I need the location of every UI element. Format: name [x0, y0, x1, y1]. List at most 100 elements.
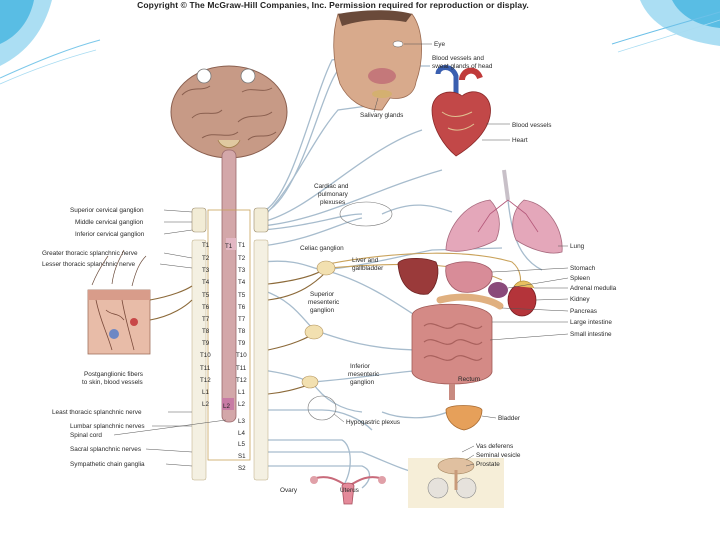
label-sacral-splanchnic: Sacral splanchnic nerves — [70, 446, 141, 453]
label-kidney: Kidney — [570, 296, 590, 303]
prevertebral-ganglia — [301, 201, 393, 421]
label-large-intestine: Large intestine — [570, 319, 612, 326]
label-lesser-thoracic-splanchnic: Lesser thoracic splanchnic nerve — [42, 261, 136, 268]
label-lumbar-splanchnic: Lumbar splanchnic nerves — [70, 423, 145, 430]
right-seg-t12: T12 — [236, 377, 247, 384]
label-liver-gallbladder: Liver and — [352, 257, 379, 264]
label-spleen: Spleen — [570, 275, 590, 282]
right-seg-l2: L2 — [238, 401, 245, 408]
label-superior-mesenteric-line2: mesenteric — [308, 299, 340, 306]
label-superior-mesenteric: Superior — [310, 291, 335, 298]
label-inferior-mesenteric-line2: mesenteric — [348, 371, 380, 378]
left-seg-t7: T7 — [202, 316, 210, 323]
label-inferior-mesenteric-line3: ganglion — [350, 379, 375, 386]
label-superior-mesenteric-line3: ganglion — [310, 307, 335, 314]
right-seg-l3: L3 — [238, 418, 245, 425]
right-segment-labels: T1 T2 T3 T4 T5 T6 T7 T8 T9 T10 T11 T12 L… — [236, 242, 247, 472]
left-seg-t1: T1 — [202, 242, 210, 249]
right-seg-t9: T9 — [238, 340, 246, 347]
label-greater-thoracic-splanchnic: Greater thoracic splanchnic nerve — [42, 250, 138, 257]
label-middle-cervical-ganglion: Middle cervical ganglion — [75, 219, 144, 226]
label-small-intestine: Small intestine — [570, 331, 612, 338]
label-cardiac-plexus-line2: pulmonary — [318, 191, 349, 198]
right-seg-t2: T2 — [238, 255, 246, 262]
left-seg-l1: L1 — [202, 389, 209, 396]
label-cardiac-plexus: Cardiac and — [314, 183, 349, 190]
left-seg-t12: T12 — [200, 377, 211, 384]
label-vessels-head-line2: sweat glands of head — [432, 63, 493, 70]
label-rectum: Rectum — [458, 376, 480, 383]
kidney-adrenal — [507, 280, 537, 317]
right-seg-l4: L4 — [238, 430, 245, 437]
left-seg-t4: T4 — [202, 279, 210, 286]
label-vas-deferens: Vas deferens — [476, 443, 513, 450]
autonomic-figure: Copyright © The McGraw-Hill Companies, I… — [42, 0, 624, 518]
label-heart: Heart — [512, 137, 528, 144]
right-seg-t5: T5 — [238, 292, 246, 299]
label-liver-gallbladder-line2: gallbladder — [352, 265, 384, 272]
copyright-notice: Copyright © The McGraw-Hill Companies, I… — [137, 0, 529, 10]
right-seg-t6: T6 — [238, 304, 246, 311]
left-seg-t5: T5 — [202, 292, 210, 299]
left-seg-t2: T2 — [202, 255, 210, 262]
stomach — [445, 261, 493, 293]
right-seg-t11: T11 — [236, 365, 247, 372]
label-prostate: Prostate — [476, 461, 500, 468]
label-postganglionic-fibers: Postganglionic fibers — [84, 371, 143, 378]
right-seg-l1: L1 — [238, 389, 245, 396]
right-seg-t10: T10 — [236, 352, 247, 359]
liver — [397, 258, 439, 295]
right-seg-s2: S2 — [238, 465, 246, 472]
cord-label-l2: L2 — [223, 403, 230, 410]
label-spinal-cord: Spinal cord — [70, 432, 102, 439]
skin-section — [87, 249, 151, 355]
left-seg-t3: T3 — [202, 267, 210, 274]
label-superior-cervical-ganglion: Superior cervical ganglion — [70, 207, 144, 214]
male-reproductive — [408, 457, 504, 508]
spleen — [488, 282, 508, 298]
lungs — [445, 169, 563, 254]
left-seg-t11: T11 — [200, 365, 211, 372]
right-seg-t7: T7 — [238, 316, 246, 323]
label-cardiac-plexus-line3: plexuses — [320, 199, 345, 206]
label-lung: Lung — [570, 243, 585, 250]
pancreas — [436, 293, 504, 310]
label-adrenal-medulla: Adrenal medulla — [570, 285, 617, 292]
right-seg-t8: T8 — [238, 328, 246, 335]
label-inferior-cervical-ganglion: Inferior cervical ganglion — [75, 231, 145, 238]
head-profile — [333, 10, 422, 111]
female-reproductive — [310, 476, 386, 505]
right-seg-l5: L5 — [238, 441, 245, 448]
left-seg-t6: T6 — [202, 304, 210, 311]
label-pancreas: Pancreas — [570, 308, 597, 315]
nerve-pathways — [261, 43, 543, 489]
label-ovary: Ovary — [280, 487, 298, 494]
cord-label-t1: T1 — [225, 243, 233, 250]
right-seg-s1: S1 — [238, 453, 246, 460]
label-bladder: Bladder — [498, 415, 521, 422]
label-salivary-glands: Salivary glands — [360, 112, 403, 119]
brain — [170, 65, 288, 159]
sympathetic-diagram: T1 L2 T1 T2 T3 T4 T5 T6 T7 — [42, 10, 617, 508]
left-seg-t10: T10 — [200, 352, 211, 359]
bladder — [445, 405, 483, 431]
cervical-ganglia — [191, 207, 269, 233]
label-uterus: Uterus — [340, 487, 359, 494]
label-hypogastric-plexus: Hypogastric plexus — [346, 419, 400, 426]
right-seg-t4: T4 — [238, 279, 246, 286]
label-vessels-head: Blood vessels and — [432, 55, 484, 62]
label-sympathetic-chain-ganglia: Sympathetic chain ganglia — [70, 461, 145, 468]
label-least-thoracic-splanchnic: Least thoracic splanchnic nerve — [52, 409, 142, 416]
heart — [431, 65, 491, 157]
right-labels: Eye Blood vessels and sweat glands of he… — [404, 41, 617, 468]
left-seg-t8: T8 — [202, 328, 210, 335]
label-celiac-ganglion: Celiac ganglion — [300, 245, 344, 252]
label-seminal-vesicle: Seminal vesicle — [476, 452, 521, 459]
label-eye: Eye — [434, 41, 445, 48]
label-postganglionic-fibers-line2: to skin, blood vessels — [82, 379, 143, 386]
label-stomach: Stomach — [570, 265, 596, 272]
left-seg-l2: L2 — [202, 401, 209, 408]
center-labels: Salivary glands Cardiac and pulmonary pl… — [280, 97, 403, 494]
left-chain-ganglia — [191, 239, 269, 481]
